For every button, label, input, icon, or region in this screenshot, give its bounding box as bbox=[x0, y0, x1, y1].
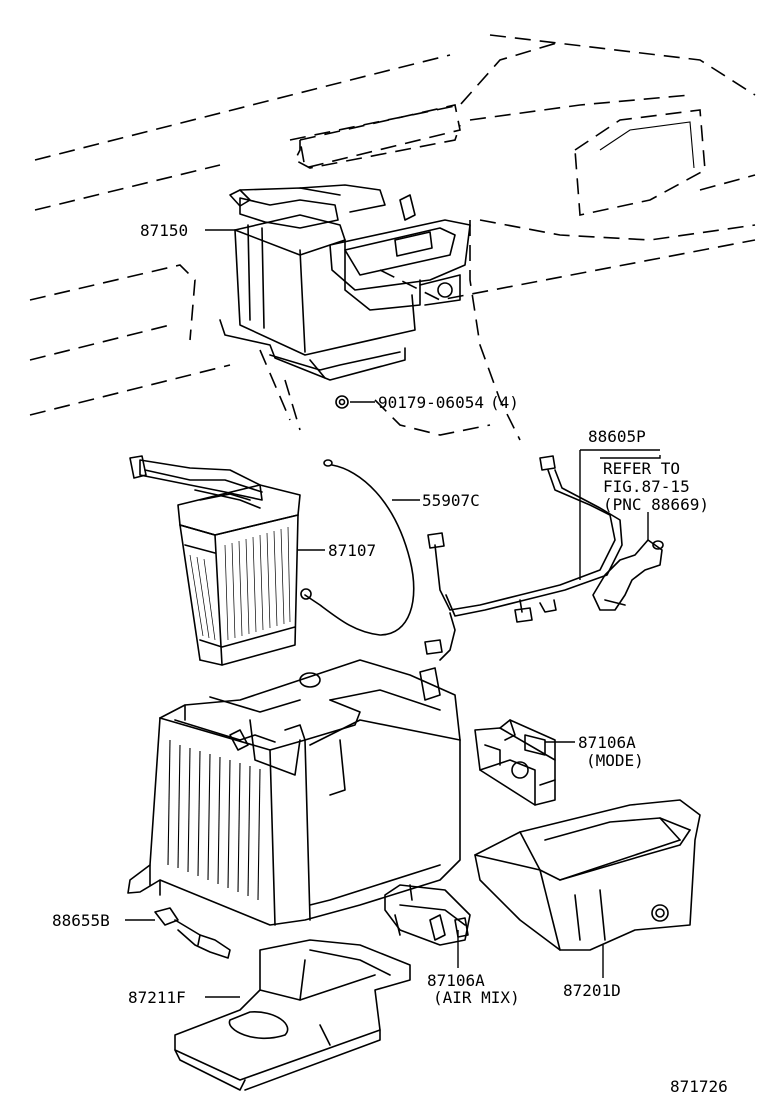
servo-mode bbox=[474, 719, 556, 806]
heater-case bbox=[127, 659, 461, 926]
heater-core bbox=[129, 455, 301, 666]
label-90179: 90179-06054 bbox=[378, 393, 484, 412]
screw-90179 bbox=[335, 395, 349, 409]
label-88655b: 88655B bbox=[52, 911, 110, 930]
label-87106a-airmix-sub: (AIR MIX) bbox=[433, 988, 520, 1007]
callout-labels: 87150 90179-06054 (4) 88605P REFER TO FI… bbox=[52, 221, 728, 1096]
label-87211f: 87211F bbox=[128, 988, 186, 1007]
refer-line-3: (PNC 88669) bbox=[603, 495, 709, 514]
refer-line-1: REFER TO bbox=[603, 459, 680, 478]
dashboard-outline bbox=[29, 34, 756, 441]
servo-airmix bbox=[384, 884, 471, 946]
label-87106a-mode-sub: (MODE) bbox=[586, 751, 644, 770]
label-87106a-mode: 87106A bbox=[578, 733, 636, 752]
heater-unit-assy bbox=[219, 184, 471, 381]
label-55907c: 55907C bbox=[422, 491, 480, 510]
label-88605p: 88605P bbox=[588, 427, 646, 446]
label-87107: 87107 bbox=[328, 541, 376, 560]
case-lower bbox=[474, 799, 701, 951]
label-87106a-airmix: 87106A bbox=[427, 971, 485, 990]
leader-lines bbox=[125, 229, 661, 998]
clip-88655b bbox=[154, 907, 231, 959]
label-87150: 87150 bbox=[140, 221, 188, 240]
diagram-id: 871726 bbox=[670, 1077, 728, 1096]
heater-core-fins bbox=[189, 526, 291, 641]
sensor-wire bbox=[300, 459, 415, 636]
case-cover bbox=[174, 939, 411, 1091]
label-87201d: 87201D bbox=[563, 981, 621, 1000]
label-90179-qty: (4) bbox=[490, 393, 519, 412]
refer-line-2: FIG.87-15 bbox=[603, 477, 690, 496]
